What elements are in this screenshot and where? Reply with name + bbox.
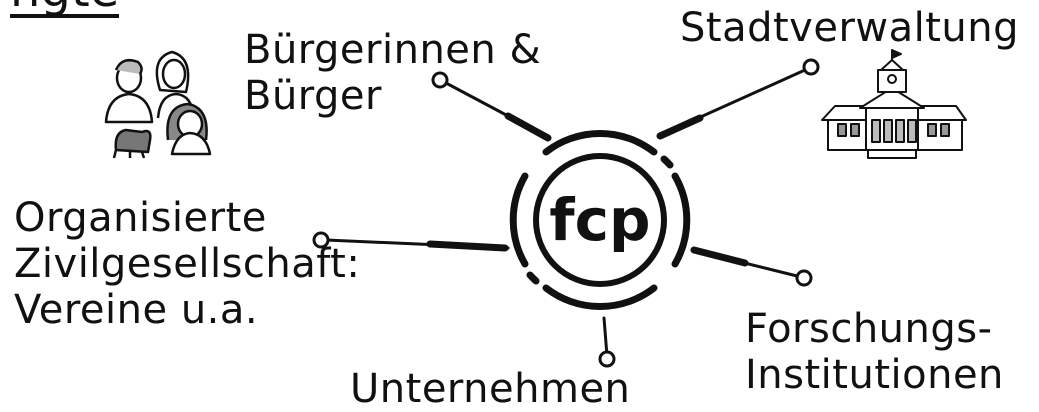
hub-outer-arc-top-right bbox=[660, 155, 674, 169]
endpoint-unternehmen bbox=[598, 350, 616, 368]
node-label-stadtverwaltung: Stadtverwaltung bbox=[680, 5, 1020, 51]
hub-outer-arc-right bbox=[671, 172, 691, 268]
hub-outer-arc-bottom-left bbox=[526, 271, 540, 285]
hub-outer-arc-left bbox=[509, 172, 529, 268]
hub-logo-text: fcp bbox=[549, 186, 650, 254]
endpoint-stadtverwaltung bbox=[802, 58, 820, 76]
people-group-icon bbox=[104, 50, 212, 159]
node-label-buergerinnen: Bürgerinnen & Bürger bbox=[244, 27, 542, 119]
town-hall-icon bbox=[821, 49, 967, 159]
connector-zivilgesellschaft-thick bbox=[426, 240, 509, 252]
connector-unternehmen bbox=[602, 316, 609, 358]
heading-fragment: ngte bbox=[10, 0, 120, 18]
endpoint-forschung bbox=[795, 269, 813, 287]
hub-outer-arc-top bbox=[542, 130, 658, 156]
endpoint-zivilgesellschaft bbox=[312, 231, 330, 249]
node-label-zivilgesellschaft: Organisierte Zivilgesellschaft: Vereine … bbox=[14, 195, 361, 333]
connector-stadtverwaltung-thick bbox=[656, 114, 704, 140]
connector-forschung-thick bbox=[690, 246, 749, 267]
connector-buergerinnen-thick bbox=[504, 112, 552, 142]
node-label-unternehmen: Unternehmen bbox=[350, 366, 631, 412]
hub-inner-ring bbox=[533, 153, 667, 287]
hub-outer-arc-bottom bbox=[542, 284, 658, 310]
node-label-forschung: Forschungs- Institutionen bbox=[745, 306, 1004, 398]
endpoint-buergerinnen bbox=[431, 71, 449, 89]
